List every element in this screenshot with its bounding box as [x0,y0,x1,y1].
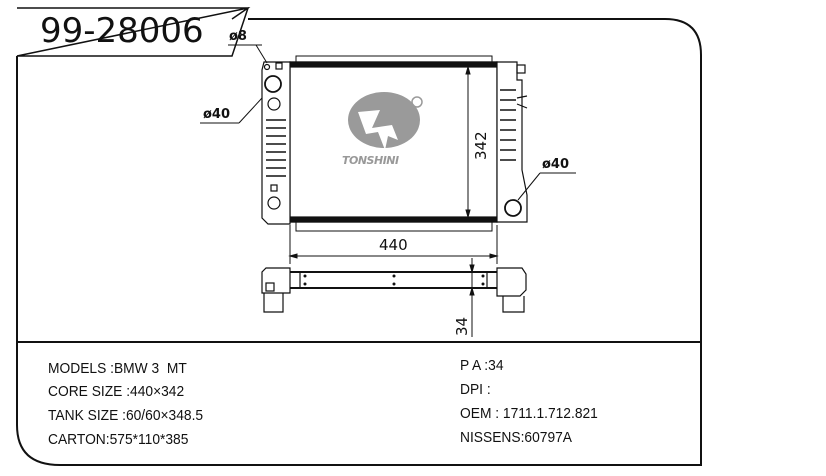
radiator-front-view [261,55,528,232]
height-dimension-label: 342 [472,131,490,160]
radiator-top-view [261,267,527,313]
width-dimension-label: 440 [379,236,408,254]
inlet-left-diameter-label: ø40 [203,107,231,122]
brand-logo [348,92,423,150]
spec-core-size: CORE SIZE :440×342 [48,383,185,400]
spec-pa: P A :34 [460,357,504,374]
spec-dpi: DPI : [460,381,491,398]
spec-nissens: NISSENS:60797A [460,429,573,446]
inlet-small-diameter-label: ø8 [229,29,247,44]
outlet-right-diameter-label: ø40 [542,157,570,172]
brand-logo-text: TONSHINI [342,154,399,167]
spec-oem: OEM : 1711.1.712.821 [460,405,598,422]
spec-models: MODELS :BMW 3 MT [48,360,187,377]
spec-tank-size: TANK SIZE :60/60×348.5 [48,407,204,424]
thickness-dimension-label: 34 [453,316,471,336]
part-number: 99-28006 [40,11,204,51]
spec-carton: CARTON:575*110*385 [48,431,189,448]
